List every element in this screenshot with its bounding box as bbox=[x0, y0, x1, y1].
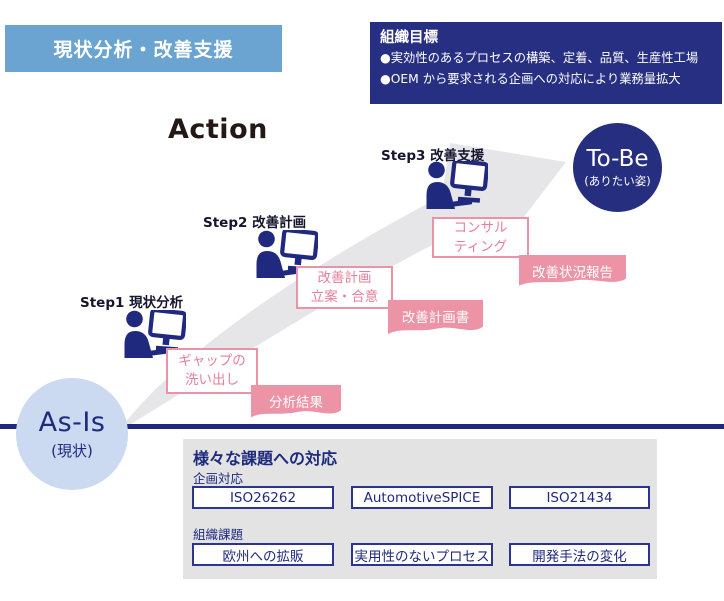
step1-activity-line1: ギャップの bbox=[178, 353, 246, 370]
person-computer-icon bbox=[124, 310, 186, 358]
step1-activity-line2: 洗い出し bbox=[185, 372, 239, 388]
to-be-circle: To-Be (ありたい姿) bbox=[573, 123, 662, 212]
step1-deliverable-label: 分析結果 bbox=[269, 395, 323, 411]
baseline-divider bbox=[0, 424, 724, 429]
step2-deliverable-label: 改善計画書 bbox=[401, 310, 470, 326]
to-be-subtitle: (ありたい姿) bbox=[584, 174, 651, 188]
step2-label: Step2 改善計画 bbox=[203, 215, 307, 231]
step1-deliverable-flag: 分析結果 bbox=[251, 385, 341, 421]
org-goal-panel: 組織目標 ●実効性のあるプロセスの構築、定着、品質、生産性工場 ●OEM から要… bbox=[370, 22, 722, 104]
flag-shape bbox=[519, 255, 626, 286]
flag-shape bbox=[251, 385, 341, 418]
org-goal-bullet-1: ●実効性のあるプロセスの構築、定着、品質、生産性工場 bbox=[380, 51, 699, 66]
issue-box-automotive-spice: AutomotiveSPICE bbox=[351, 486, 493, 509]
as-is-subtitle: (現状) bbox=[51, 442, 93, 460]
issues-group2-label: 組織課題 bbox=[193, 527, 244, 542]
person-computer-icon bbox=[256, 230, 318, 278]
as-is-title: As-Is bbox=[38, 407, 106, 438]
step2-deliverable-flag: 改善計画書 bbox=[388, 300, 483, 338]
issue-box-dev-method-change: 開発手法の変化 bbox=[509, 543, 650, 566]
step1-activity-box: ギャップの 洗い出し bbox=[166, 348, 258, 394]
issue-box-iso21434: ISO21434 bbox=[509, 486, 650, 509]
step3-deliverable-label: 改善状況報告 bbox=[532, 265, 613, 281]
step1-label: Step1 現状分析 bbox=[80, 295, 184, 311]
issue-box-impractical-process: 実用性のないプロセス bbox=[351, 543, 493, 566]
step3-activity-box: コンサル ティング bbox=[432, 217, 529, 258]
as-is-circle: As-Is (現状) bbox=[16, 378, 128, 490]
to-be-title: To-Be bbox=[586, 146, 649, 172]
step2-activity-line2: 立案・合意 bbox=[310, 288, 379, 305]
issues-panel-title: 様々な課題への対応 bbox=[193, 449, 338, 468]
step3-activity-line2: ティング bbox=[453, 238, 508, 255]
flag-shape bbox=[388, 300, 483, 335]
step2-activity-line1: 改善計画 bbox=[317, 269, 372, 286]
org-goal-title: 組織目標 bbox=[380, 30, 438, 46]
step3-activity-line1: コンサル bbox=[453, 219, 508, 236]
issues-group1-label: 企画対応 bbox=[193, 471, 244, 486]
action-label: Action bbox=[168, 114, 268, 145]
page-title-banner: 現状分析・改善支援 bbox=[5, 25, 282, 72]
issue-box-iso26262: ISO26262 bbox=[192, 486, 334, 509]
page-title: 現状分析・改善支援 bbox=[53, 39, 234, 61]
step3-label: Step3 改善支援 bbox=[381, 148, 485, 164]
issues-panel: 様々な課題への対応 企画対応 ISO26262 AutomotiveSPICE … bbox=[183, 439, 657, 579]
org-goal-bullet-2: ●OEM から要求される企画への対応により業務量拡大 bbox=[380, 72, 681, 87]
issue-box-europe-expansion: 欧州への拡販 bbox=[192, 543, 334, 566]
person-computer-icon bbox=[426, 161, 488, 209]
step3-deliverable-flag: 改善状況報告 bbox=[519, 255, 626, 289]
step2-activity-box: 改善計画 立案・合意 bbox=[296, 266, 393, 309]
